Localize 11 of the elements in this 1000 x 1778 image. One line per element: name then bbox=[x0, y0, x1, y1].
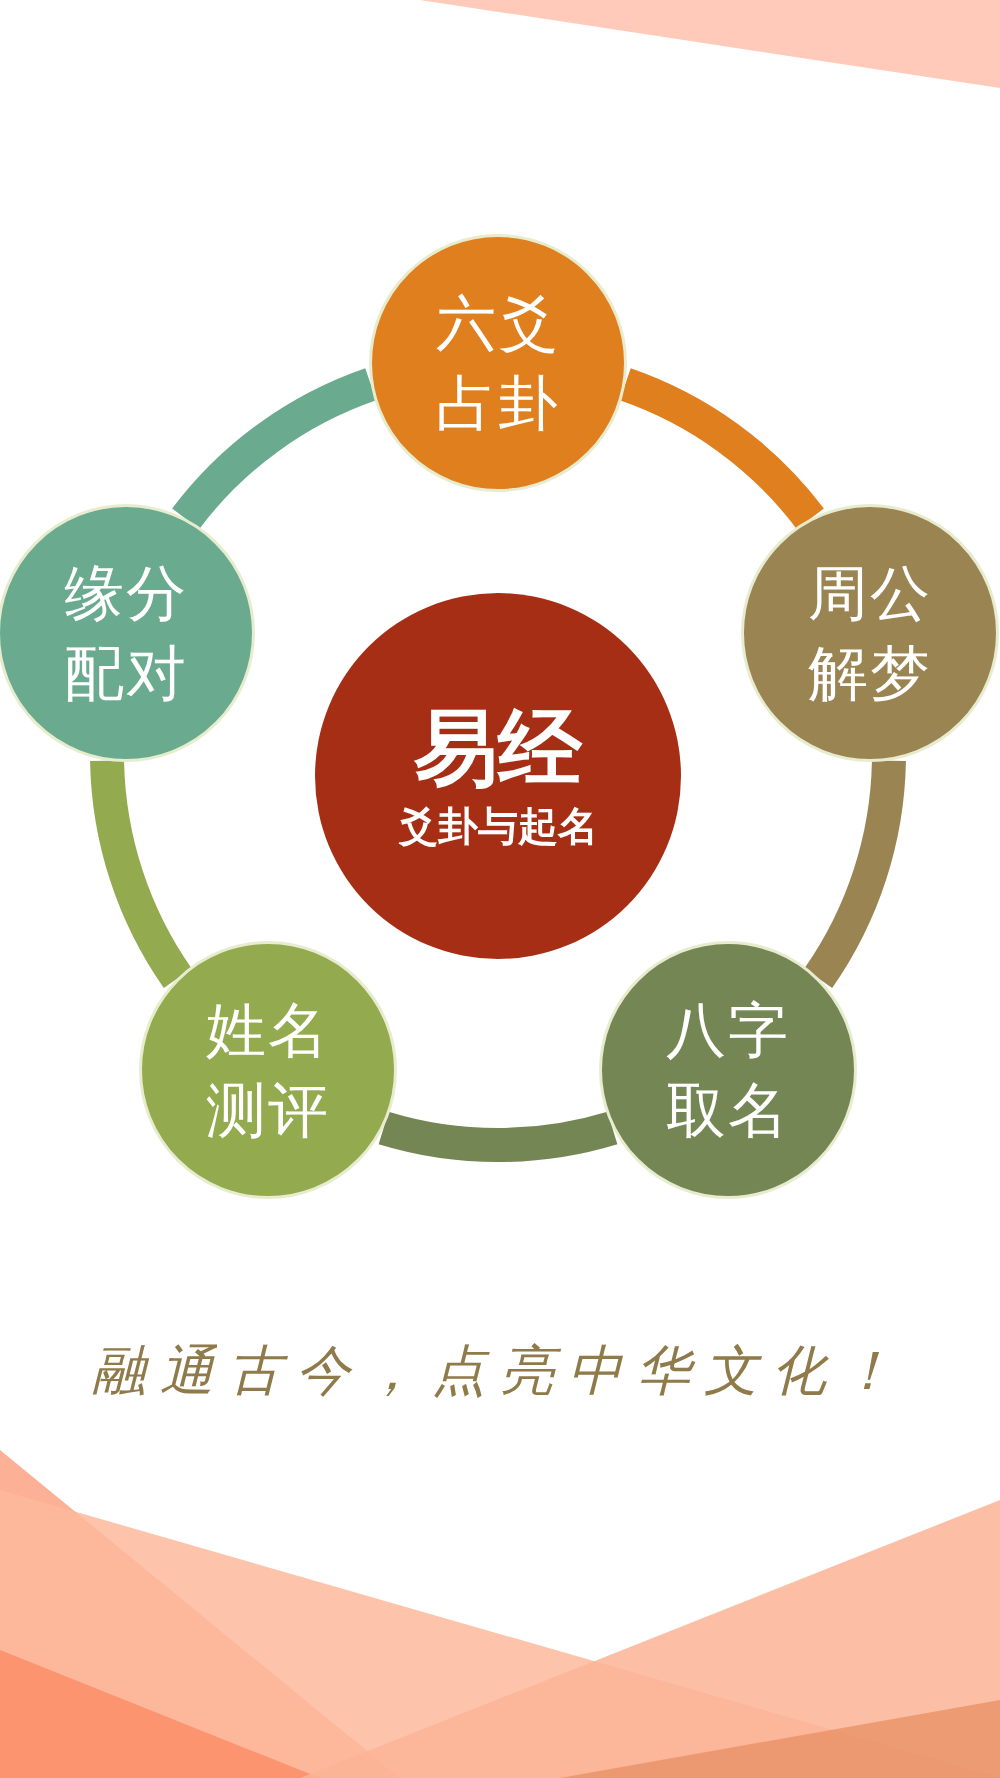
node-label: 周公解梦 bbox=[806, 557, 933, 711]
center-title: 易经 bbox=[414, 698, 582, 798]
ring-arc bbox=[90, 759, 193, 988]
slogan-text: 融通古今，点亮中华文化！ bbox=[91, 1338, 909, 1404]
ring-arc bbox=[379, 1111, 617, 1162]
node-label: 八字取名 bbox=[664, 994, 791, 1148]
center-subtitle: 爻卦与起名 bbox=[398, 802, 598, 851]
node-label: 缘分配对 bbox=[63, 557, 190, 711]
node-label: 姓名测评 bbox=[205, 994, 332, 1148]
ring-arc bbox=[803, 759, 906, 988]
node-label: 六爻占卦 bbox=[435, 287, 561, 440]
